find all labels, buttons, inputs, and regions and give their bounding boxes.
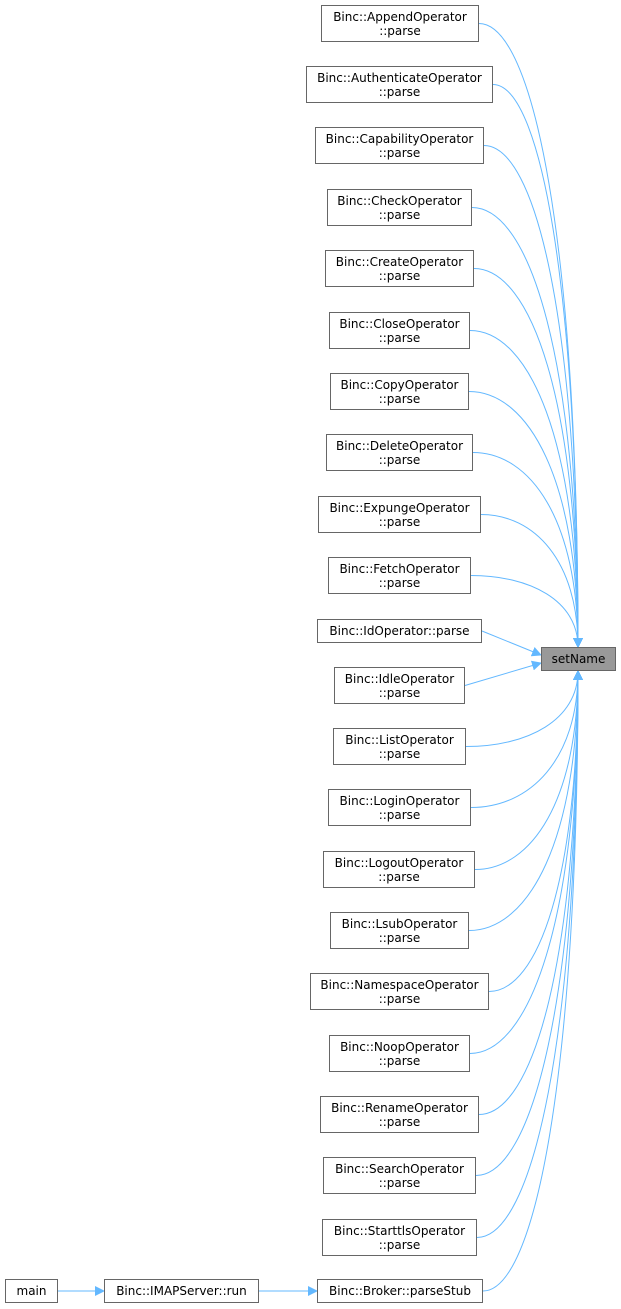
edge-create-to-focus	[473, 268, 583, 648]
node-label: Binc::IMAPServer::run	[116, 1284, 247, 1298]
node-label-sub: ::parse	[378, 1114, 421, 1129]
node-label: Binc::Broker::parseStub	[329, 1284, 471, 1298]
node-label-sub: ::parse	[378, 84, 421, 99]
node-label: Binc::DeleteOperator	[336, 438, 463, 453]
edge-append-to-focus	[478, 23, 583, 648]
edge-rename-to-focus	[478, 670, 583, 1115]
node-label: Binc::NamespaceOperator	[320, 977, 479, 992]
node-label-sub: ::parse	[378, 930, 421, 945]
node-label: Binc::FetchOperator	[339, 561, 460, 576]
node-capability[interactable]: Binc::CapabilityOperator ::parse	[315, 127, 484, 164]
node-fetch[interactable]: Binc::FetchOperator ::parse	[328, 557, 471, 594]
node-label-sub: ::parse	[378, 991, 421, 1006]
edge-check-to-focus	[471, 207, 583, 648]
node-label-sub: ::parse	[379, 23, 421, 38]
node-close[interactable]: Binc::CloseOperator ::parse	[329, 312, 470, 349]
node-copy[interactable]: Binc::CopyOperator ::parse	[330, 373, 469, 410]
node-label-sub: ::parse	[378, 869, 420, 884]
edge-idle-to-focus	[464, 660, 542, 686]
edge-search-to-focus	[475, 670, 583, 1176]
edge-login-to-focus	[470, 670, 583, 808]
node-label: Binc::CreateOperator	[335, 254, 464, 269]
node-label: setName	[551, 652, 606, 666]
node-label: Binc::CopyOperator	[340, 377, 459, 392]
node-noop[interactable]: Binc::NoopOperator ::parse	[329, 1035, 470, 1072]
node-label-sub: ::parse	[378, 1237, 421, 1252]
node-label: Binc::RenameOperator	[331, 1100, 468, 1115]
node-starttls[interactable]: Binc::StarttlsOperator ::parse	[322, 1219, 477, 1256]
node-label: Binc::ListOperator	[345, 732, 454, 747]
node-main[interactable]: main	[5, 1279, 58, 1303]
node-label-sub: ::parse	[378, 207, 421, 222]
edge-expunge-to-focus	[480, 514, 583, 648]
edge-noop-to-focus	[469, 670, 583, 1054]
node-label: Binc::IdleOperator	[344, 671, 455, 686]
edge-lsub-to-focus	[468, 670, 583, 931]
node-label-sub: ::parse	[378, 391, 421, 406]
node-imapserver-run[interactable]: Binc::IMAPServer::run	[104, 1279, 259, 1303]
node-logout[interactable]: Binc::LogoutOperator ::parse	[323, 851, 475, 888]
node-label: Binc::LogoutOperator	[334, 855, 464, 870]
node-login[interactable]: Binc::LoginOperator ::parse	[328, 789, 471, 826]
edge-copy-to-focus	[468, 391, 583, 648]
node-delete[interactable]: Binc::DeleteOperator ::parse	[326, 434, 473, 471]
edge-starttls-to-focus	[476, 670, 583, 1238]
node-label-sub: ::parse	[378, 145, 421, 160]
node-list[interactable]: Binc::ListOperator ::parse	[333, 728, 466, 765]
node-search[interactable]: Binc::SearchOperator ::parse	[323, 1157, 476, 1194]
node-expunge[interactable]: Binc::ExpungeOperator ::parse	[318, 496, 481, 533]
node-label-sub: ::parse	[378, 1053, 421, 1068]
node-label: main	[16, 1284, 47, 1298]
node-check[interactable]: Binc::CheckOperator ::parse	[327, 189, 472, 226]
node-label-sub: ::parse	[378, 746, 421, 761]
node-authenticate[interactable]: Binc::AuthenticateOperator ::parse	[306, 66, 493, 103]
edge-fetch-to-focus	[470, 575, 583, 648]
node-label: Binc::NoopOperator	[340, 1039, 459, 1054]
node-idle[interactable]: Binc::IdleOperator ::parse	[334, 667, 465, 704]
node-label-sub: ::parse	[378, 514, 421, 529]
node-create[interactable]: Binc::CreateOperator ::parse	[325, 250, 474, 287]
edge-list-to-focus	[465, 670, 583, 747]
node-id[interactable]: Binc::IdOperator::parse	[317, 619, 482, 643]
node-label: Binc::StarttlsOperator	[333, 1223, 466, 1238]
node-namespace[interactable]: Binc::NamespaceOperator ::parse	[310, 973, 489, 1010]
node-label: Binc::CloseOperator	[339, 316, 460, 331]
node-label: Binc::AuthenticateOperator	[317, 70, 482, 85]
node-rename[interactable]: Binc::RenameOperator ::parse	[320, 1096, 479, 1133]
node-label: Binc::ExpungeOperator	[329, 500, 470, 515]
edge-parsestub-to-focus	[482, 670, 583, 1292]
node-append[interactable]: Binc::AppendOperator ::parse	[321, 5, 479, 42]
edge-close-to-focus	[469, 330, 583, 648]
node-label: Binc::AppendOperator	[333, 9, 467, 24]
node-label-sub: ::parse	[378, 685, 421, 700]
node-label-sub: ::parse	[378, 575, 421, 590]
edge-capability-to-focus	[483, 145, 583, 648]
node-label-sub: ::parse	[378, 1175, 421, 1190]
node-label: Binc::LoginOperator	[339, 793, 460, 808]
node-label: Binc::CapabilityOperator	[325, 131, 474, 146]
node-label-sub: ::parse	[378, 330, 421, 345]
node-parsestub[interactable]: Binc::Broker::parseStub	[317, 1279, 483, 1303]
node-setname[interactable]: setName	[541, 647, 616, 671]
edge-authenticate-to-focus	[492, 84, 583, 648]
node-label: Binc::LsubOperator	[341, 916, 458, 931]
edge-id-to-focus	[481, 630, 542, 657]
node-label-sub: ::parse	[378, 807, 421, 822]
node-label: Binc::IdOperator::parse	[329, 624, 470, 638]
edge-delete-to-focus	[472, 452, 583, 648]
node-label-sub: ::parse	[378, 268, 421, 283]
node-lsub[interactable]: Binc::LsubOperator ::parse	[330, 912, 469, 949]
node-label-sub: ::parse	[378, 452, 421, 467]
node-label: Binc::SearchOperator	[335, 1161, 464, 1176]
node-label: Binc::CheckOperator	[337, 193, 462, 208]
edge-logout-to-focus	[474, 670, 583, 870]
